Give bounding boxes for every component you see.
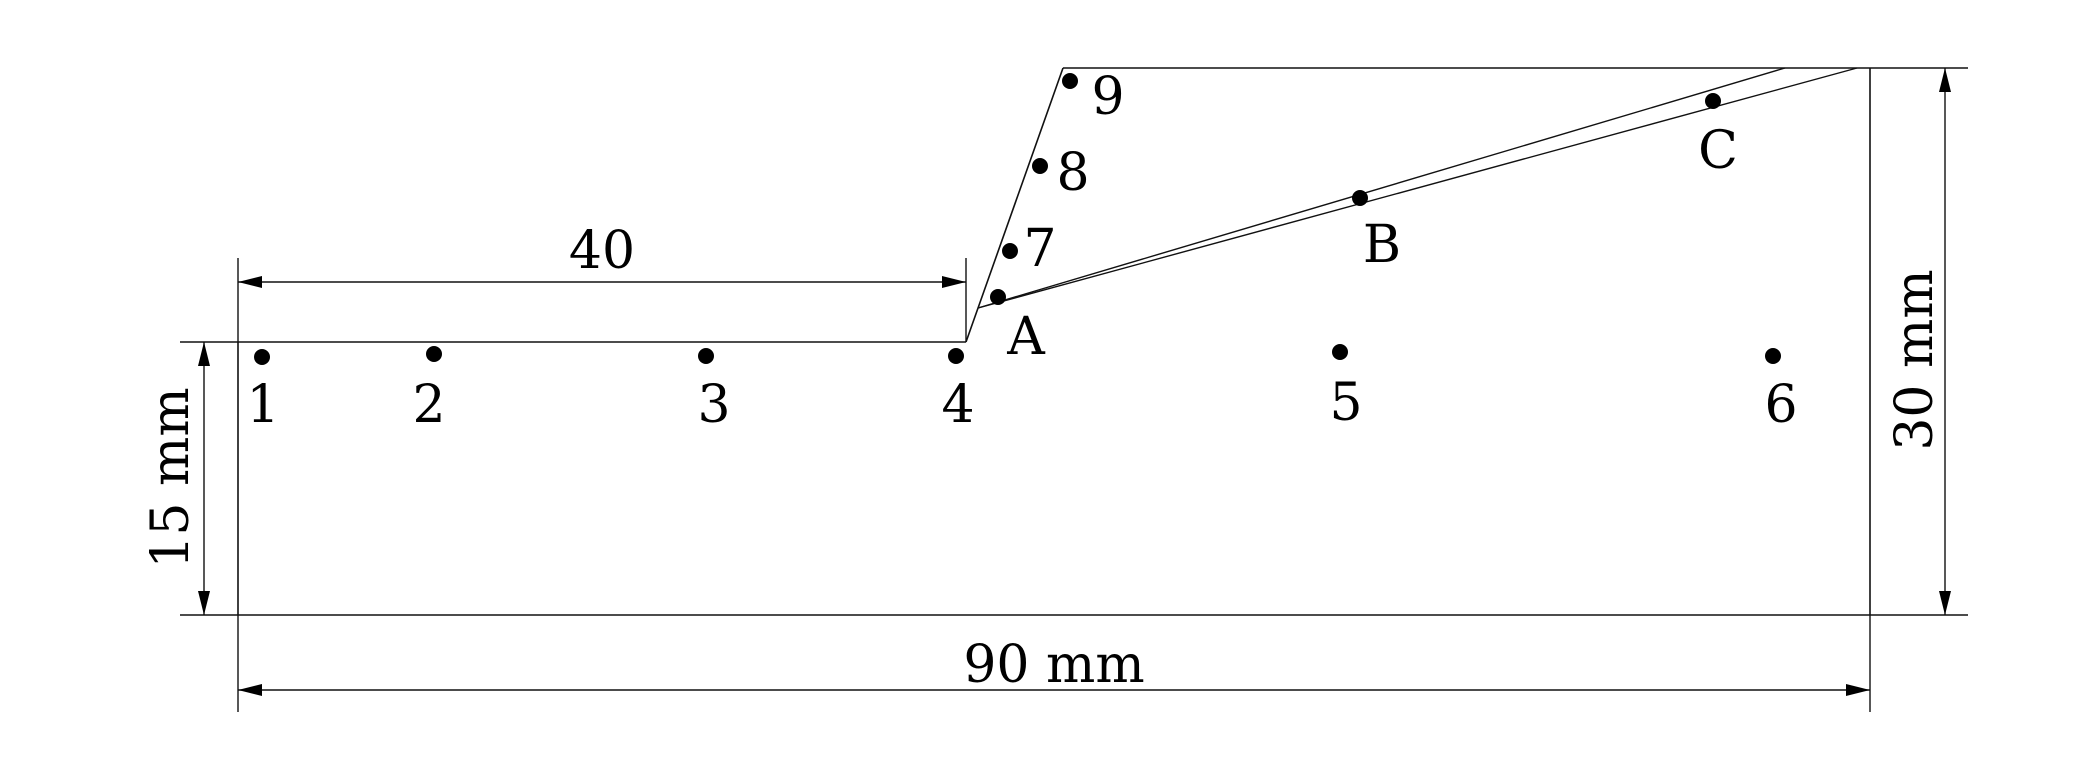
point-9-label: 9 [1091,67,1124,127]
point-7-marker [1002,243,1018,259]
dim-text-90: 90 mm [963,635,1144,695]
measurement-points [254,73,1781,365]
point-4-marker [948,348,964,364]
point-C-label: C [1698,121,1738,181]
point-8-marker [1032,158,1048,174]
point-labels: 1 2 3 4 5 6 7 8 9 A B C [246,67,1797,435]
point-C-marker [1705,93,1721,109]
point-B-label: B [1363,215,1401,275]
point-5-marker [1332,344,1348,360]
point-A-marker [990,289,1006,305]
point-5-label: 5 [1329,373,1362,433]
point-A-label: A [1006,307,1046,367]
point-4-label: 4 [941,375,974,435]
dim-text-30: 30 mm [1885,269,1945,450]
point-B-marker [1352,190,1368,206]
model-outline [237,67,1871,616]
point-1-marker [254,349,270,365]
point-3-marker [698,348,714,364]
point-2-marker [426,346,442,362]
point-8-label: 8 [1056,143,1089,203]
dim-text-15: 15 mm [141,387,201,568]
dimension-lines [198,68,1951,696]
point-2-label: 2 [412,375,445,435]
point-1-label: 1 [246,375,279,435]
point-3-label: 3 [697,375,730,435]
point-6-label: 6 [1764,375,1797,435]
band-upper-line [977,67,1786,309]
point-7-label: 7 [1023,219,1056,279]
point-9-marker [1062,73,1078,89]
dim-text-40: 40 [569,221,635,281]
point-6-marker [1765,348,1781,364]
slope-face [965,67,1064,343]
dimension-labels: 40 90 mm 15 mm 30 mm [141,221,1945,695]
